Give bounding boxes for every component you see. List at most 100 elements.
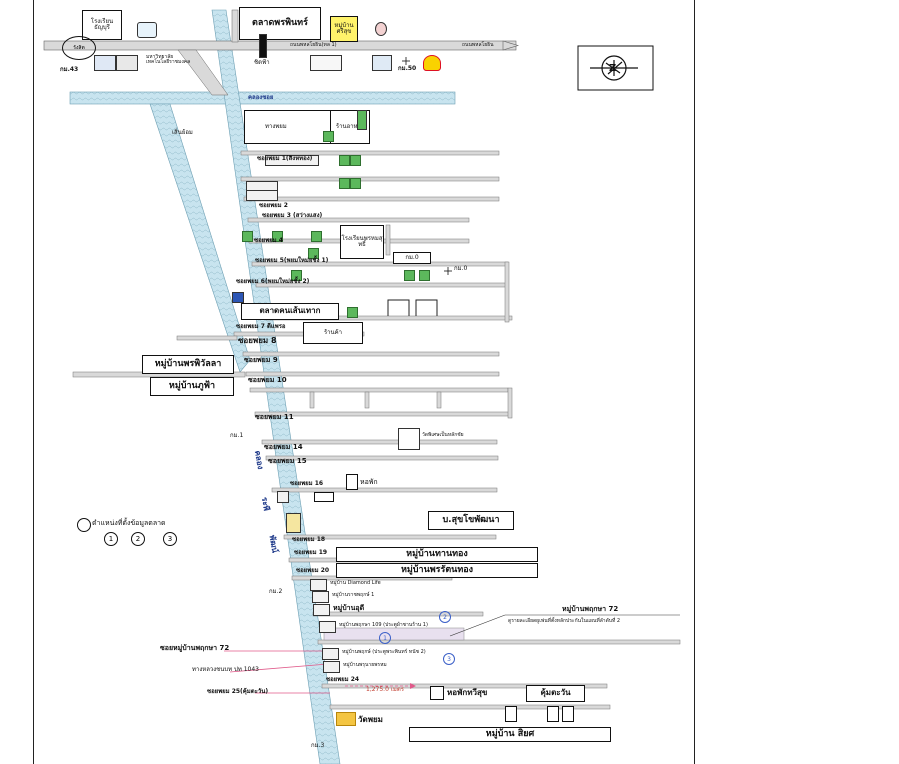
main-road-arrow-label: ถนนพหลโยธิน xyxy=(462,42,494,48)
branch-canal xyxy=(149,103,251,373)
diamond-label: หมู่บ้าน Diamond Life xyxy=(330,580,381,586)
village-thong-box: หมู่บ้านทานทอง xyxy=(336,547,538,562)
soi-20: ซอยพยม 20 xyxy=(296,567,330,574)
legend-item-3: 3 xyxy=(163,532,177,546)
pruksa109-label: หมู่บ้านพฤกษา 109 (ประตูผ้าชานร้าน 1) xyxy=(339,622,428,628)
village-icon-ratchapruek xyxy=(312,591,329,603)
bank-icon-4 xyxy=(232,292,244,303)
univ-label: มหาวิทยาลัยเทคโนโลยีราชมงคล xyxy=(146,54,191,65)
village-icon-diamond xyxy=(310,579,327,591)
canal-label-2: ระพี xyxy=(259,496,272,512)
soi-18: ซอยพยม 18 xyxy=(292,536,326,543)
logo-icon xyxy=(137,22,157,38)
pruksa72-area xyxy=(323,627,465,641)
soi-3: ซอยพยม 3 (สว่างแสง) xyxy=(262,212,323,219)
pruksa-ent3-label: หมู่บ้านพรุนายพรหม xyxy=(343,662,387,668)
main-road-label: ถนนพหลโยธิน(ทล 1) xyxy=(290,42,337,48)
khum-tawan-box: คุ้มตะวัน xyxy=(526,685,585,702)
soi-24: ซอยพยม 24 xyxy=(326,676,360,683)
temple-right-label: วัดพิเศษเป็นหลักชัย xyxy=(422,432,464,438)
pruksa72-note: ดูรายละเอียดผูเพ่นที่ตั้งหลักประกันในแผน… xyxy=(508,618,621,624)
legend-item-2: 2 xyxy=(131,532,145,546)
building xyxy=(350,155,361,166)
km-left-3: กม.3 xyxy=(311,742,325,749)
soi-7: ซอยพยม 7 ดีแพรอ xyxy=(236,323,286,330)
building xyxy=(339,178,350,189)
wat-phayom-label: วัดพยม xyxy=(358,715,383,724)
soi-11: ซอยพยม 11 xyxy=(255,413,294,421)
building xyxy=(291,270,302,281)
village-icon-pruksa109 xyxy=(319,621,336,633)
shop-icon-4 xyxy=(277,491,289,503)
dorm1-label: หอพัก xyxy=(360,478,378,486)
km0-cross-label: กม.0 xyxy=(454,265,468,272)
village-bottom-box: หมู่บ้าน สิยศ xyxy=(409,727,611,742)
shop-icon-3 xyxy=(265,155,319,166)
shop-icon xyxy=(375,22,387,36)
school-icon-2 xyxy=(286,513,301,533)
legend-marker-icon xyxy=(77,518,91,532)
rangsit-badge: รังสิต xyxy=(62,36,96,60)
temple-icon-1 xyxy=(357,110,367,130)
distance-label: 1,275.0 เมตร xyxy=(366,686,404,693)
small-box-4 xyxy=(562,706,574,722)
village-top-label: หมู่บ้านศรีสุข xyxy=(330,16,358,42)
km-left-1: กม.1 xyxy=(230,432,244,439)
soi-16: ซอยพยม 16 xyxy=(290,480,324,487)
dorm1-box xyxy=(346,474,358,490)
dorm-wisut-label: หอพักทวีสุข xyxy=(447,688,488,697)
km43-label: กม.43 xyxy=(60,66,79,73)
bank-icon-1 xyxy=(94,55,116,71)
building xyxy=(323,131,334,142)
building xyxy=(308,248,319,259)
marker-3: 3 xyxy=(443,653,455,665)
highway-arrow xyxy=(502,40,520,51)
pruksa-ent2-label: หมู่บ้านพฤกษ์ (ประตูพระพินทร์ ทนัช 2) xyxy=(342,649,426,655)
top-canal xyxy=(69,91,456,105)
page-left-border xyxy=(33,0,34,764)
phumi-label: หมู่บ้านอุดี xyxy=(333,604,365,612)
soi-5: ซอยพยม 5(พยมใหม่ยชั้ง 1) xyxy=(255,257,329,264)
market-mid-box: ตลาดคนเส้นเทาก xyxy=(241,303,339,320)
small-box-1 xyxy=(314,492,334,502)
soi-2: ซอยพยม 2 xyxy=(259,202,288,209)
soi-pruksa72: ซอยหมู่บ้านพฤกษา 72 xyxy=(160,644,230,652)
village-icon-ent3 xyxy=(323,661,340,673)
temple-icon-2 xyxy=(398,428,420,450)
km-left-2: กม.2 xyxy=(269,588,283,595)
village-rat-box: หมู่บ้านพรรัตนทอง xyxy=(336,563,538,578)
canal-label-3: พัฒน์ xyxy=(267,534,280,554)
building xyxy=(419,270,430,281)
village-soi7-box: ร้านค้า xyxy=(303,322,363,344)
soi-25: ซอยพยม 25(คุ้มตะวัน) xyxy=(207,688,269,695)
soi-6: ซอยพยม 6(พยมใหม่ยชั้ง 2) xyxy=(236,278,310,285)
ratchapruek-label: หมู่บ้านราชพฤกษ์ 1 xyxy=(332,592,375,598)
market-label: ตลาดพรพินทร์ xyxy=(239,7,321,40)
km50-label: กม.50 xyxy=(398,65,417,72)
marker-1: 1 xyxy=(379,632,391,644)
shell-icon xyxy=(423,55,441,71)
building xyxy=(272,231,283,242)
village-icon-ent2 xyxy=(322,648,339,660)
page-right-border xyxy=(694,0,695,764)
building xyxy=(347,307,358,318)
marker-2: 2 xyxy=(439,611,451,623)
school-mid-box: โรงเรียนพรหมสุทธิ์ xyxy=(340,225,384,259)
soi-14: ซอยพยม 14 xyxy=(264,443,303,451)
soi-4: ซอยพยม 4 xyxy=(254,237,283,244)
small-box-2 xyxy=(505,706,517,722)
seinyot-label: เสิ่นย้อม xyxy=(172,129,193,136)
building xyxy=(350,178,361,189)
top-canal-label: คลองซอย xyxy=(248,94,274,101)
highway-no-label: ทางหลวงชนบท ปท 1043 xyxy=(192,666,259,673)
chit-fa-label: ชิดฟ้า xyxy=(254,59,270,66)
village-icon-phumi xyxy=(313,604,330,616)
small-box-3 xyxy=(547,706,559,722)
building xyxy=(339,155,350,166)
soi-15: ซอยพยม 15 xyxy=(268,457,307,465)
store-icon xyxy=(310,55,342,71)
village-phupha-box: หมู่บ้านภูฟ้า xyxy=(150,377,234,396)
village-phrasiri-box: หมู่บ้านพรพิวัลลา xyxy=(142,355,234,374)
